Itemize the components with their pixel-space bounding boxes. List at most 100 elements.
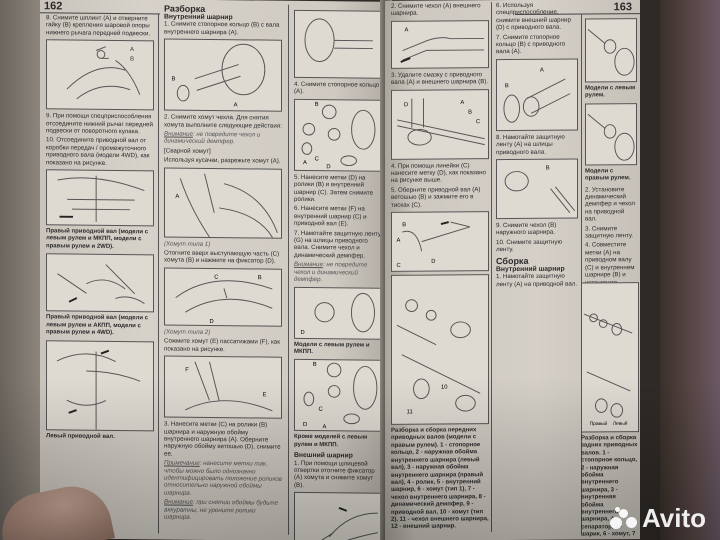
svg-text:B: B xyxy=(313,362,317,368)
step-1-outer: 1. При помощи шлицевой отвертки отогните… xyxy=(294,459,375,489)
svg-text:C: C xyxy=(214,275,218,281)
figure-lh-mt: D xyxy=(294,286,382,340)
step-6: 6. Нанесите метки (F) на внутренний шарн… xyxy=(294,205,367,228)
step-10: 10. Снимите защитную ленту. xyxy=(496,238,563,254)
left-col-2: Разборка Внутренний шарнир 1. Снимите ст… xyxy=(164,3,282,524)
figure-rear-shaft-exploded: Правый Левый xyxy=(581,282,639,433)
caption-right-shaft-mt: Правый приводной вал (модели с левым рул… xyxy=(46,228,149,250)
figure-right-shaft-mt xyxy=(46,169,154,227)
page-number: 163 xyxy=(613,1,632,14)
step-3: 3. Снимите защитную ленту. xyxy=(585,224,634,240)
left-col-1: 8. Снимите шплинт (A) и отверните гайку … xyxy=(46,14,154,444)
svg-text:D: D xyxy=(301,330,305,336)
background-right xyxy=(660,0,720,540)
svg-text:D: D xyxy=(326,164,330,170)
step-3: 3. Нанесите метки (C) на ролики (B) шарн… xyxy=(164,420,281,458)
caption-except-lh-mt: Кроме моделей с левым рулем и МКПП. xyxy=(294,434,368,449)
figure-clamp-type1: C B D xyxy=(164,267,282,327)
step-8: 8. Снимите шплинт (A) и отверните гайку … xyxy=(46,14,151,38)
svg-text:A: A xyxy=(540,67,544,73)
figure-outer-boot xyxy=(294,492,382,540)
caption-rh: Модели с правым рулем. xyxy=(585,168,631,182)
step-3: 3. Удалите смазку с приводного вала (A) … xyxy=(391,71,489,87)
svg-text:10: 10 xyxy=(441,385,448,391)
svg-text:B: B xyxy=(468,109,472,115)
column-divider xyxy=(288,4,289,535)
svg-text:11: 11 xyxy=(407,409,413,415)
section-heading-assembly: Сборка xyxy=(496,255,529,266)
right-col-1: 2. Снимите чехол (A) внешнего шарнира. A… xyxy=(391,2,489,534)
svg-text:B: B xyxy=(258,275,262,281)
step-1: 1. Снимите стопорное кольцо (B) с вала в… xyxy=(164,20,280,37)
assembly-step-1: 1. Намотайте защитную ленту (A) на приво… xyxy=(496,272,578,288)
step-5: 5. Оберните приводной вал (A) ветошью (B… xyxy=(391,186,481,209)
step-2: 2. Снимите хомут чехла. Для снятия хомут… xyxy=(164,113,282,130)
svg-text:A: A xyxy=(322,425,326,431)
figure-protective-tape: B xyxy=(496,158,578,220)
svg-text:B: B xyxy=(171,77,175,83)
svg-text:B: B xyxy=(315,102,319,108)
svg-text:A: A xyxy=(130,47,134,53)
warning-label: Внимание xyxy=(294,261,323,269)
step-7: 7. Намотайте защитную ленту (G) на шлицы… xyxy=(294,229,381,260)
page-number: 162 xyxy=(44,0,63,13)
caption-lh-mt: Модели с левым рулем и МКПП. xyxy=(294,341,370,355)
svg-text:A: A xyxy=(405,27,409,33)
caption-left-shaft: Левый приводной вал. xyxy=(46,432,115,440)
clamp-type2-text: Сожмите хомут (E) пассатижами (F), как п… xyxy=(164,337,280,353)
figure-rh-damper xyxy=(585,102,637,166)
step-9: 9. При помощи спецприспособления отсоеди… xyxy=(46,112,153,136)
svg-text:B: B xyxy=(402,222,406,228)
column-divider xyxy=(158,13,159,534)
clamp-type1-heading: (Хомут типа 1) xyxy=(164,240,211,248)
step-4: 4. При помощи линейки (C) нанесите метку… xyxy=(391,161,486,185)
caption-front-shaft-exploded: Разборка и сборка передних приводных вал… xyxy=(391,427,489,531)
caption-lh: Модели с левым рулем. xyxy=(585,85,636,99)
figure-housing-removal xyxy=(294,9,382,79)
figure-outer-boot-removed: A xyxy=(391,19,489,69)
figure-vise: A B D C xyxy=(391,211,489,272)
inset-right-label: Правый xyxy=(590,420,608,427)
svg-text:C: C xyxy=(397,263,401,269)
svg-text:F: F xyxy=(185,367,189,373)
svg-text:E: E xyxy=(263,392,267,398)
page-right: 163 2. Снимите чехол (A) внешнего шарнир… xyxy=(385,0,640,540)
step-9: 9. Снимите чехол (B) наружного шарнира. xyxy=(496,221,557,237)
clamp-welded-heading: [Сварной хомут] xyxy=(164,147,211,155)
clamp-welded-text: Используя кусачки, разрежьте хомут (A). xyxy=(164,156,281,165)
svg-text:D: D xyxy=(404,102,408,108)
step-2: 2. Установите динамический демпфер и чех… xyxy=(585,185,635,223)
inset-left-label: Левый xyxy=(613,420,628,427)
svg-text:B: B xyxy=(130,57,134,63)
svg-text:D: D xyxy=(431,259,435,265)
svg-text:A: A xyxy=(460,100,464,106)
step-10: 10. Отсоедините приводной вал от коробки… xyxy=(46,136,150,167)
svg-text:B: B xyxy=(546,165,550,171)
svg-text:A: A xyxy=(397,238,401,244)
figure-welded-clamp: A xyxy=(164,167,282,239)
avito-wordmark: Avito xyxy=(641,503,706,533)
step-6: 6. Используя спецприспособление, снимите… xyxy=(496,1,571,32)
note-label: Примечание xyxy=(164,459,200,467)
column-divider xyxy=(491,2,492,533)
figure-lh-damper xyxy=(585,18,637,83)
svg-text:D: D xyxy=(209,319,213,325)
svg-text:A: A xyxy=(175,193,179,199)
page-left: 162 8. Снимите шплинт (A) и отверните га… xyxy=(40,0,385,540)
background-left xyxy=(0,0,40,540)
rear-shaft-figure-block: Правый Левый Разборка и сборка задних пр… xyxy=(581,279,639,540)
avito-logo-icon xyxy=(609,506,638,531)
clamp-type2-heading: (Хомут типа 2) xyxy=(164,328,211,336)
warning-label: Внимание xyxy=(164,130,193,138)
right-col-2: 6. Используя спецприспособление, снимите… xyxy=(496,2,578,290)
svg-text:C: C xyxy=(319,407,323,413)
svg-text:C: C xyxy=(476,119,480,125)
avito-watermark: Avito xyxy=(609,503,706,534)
